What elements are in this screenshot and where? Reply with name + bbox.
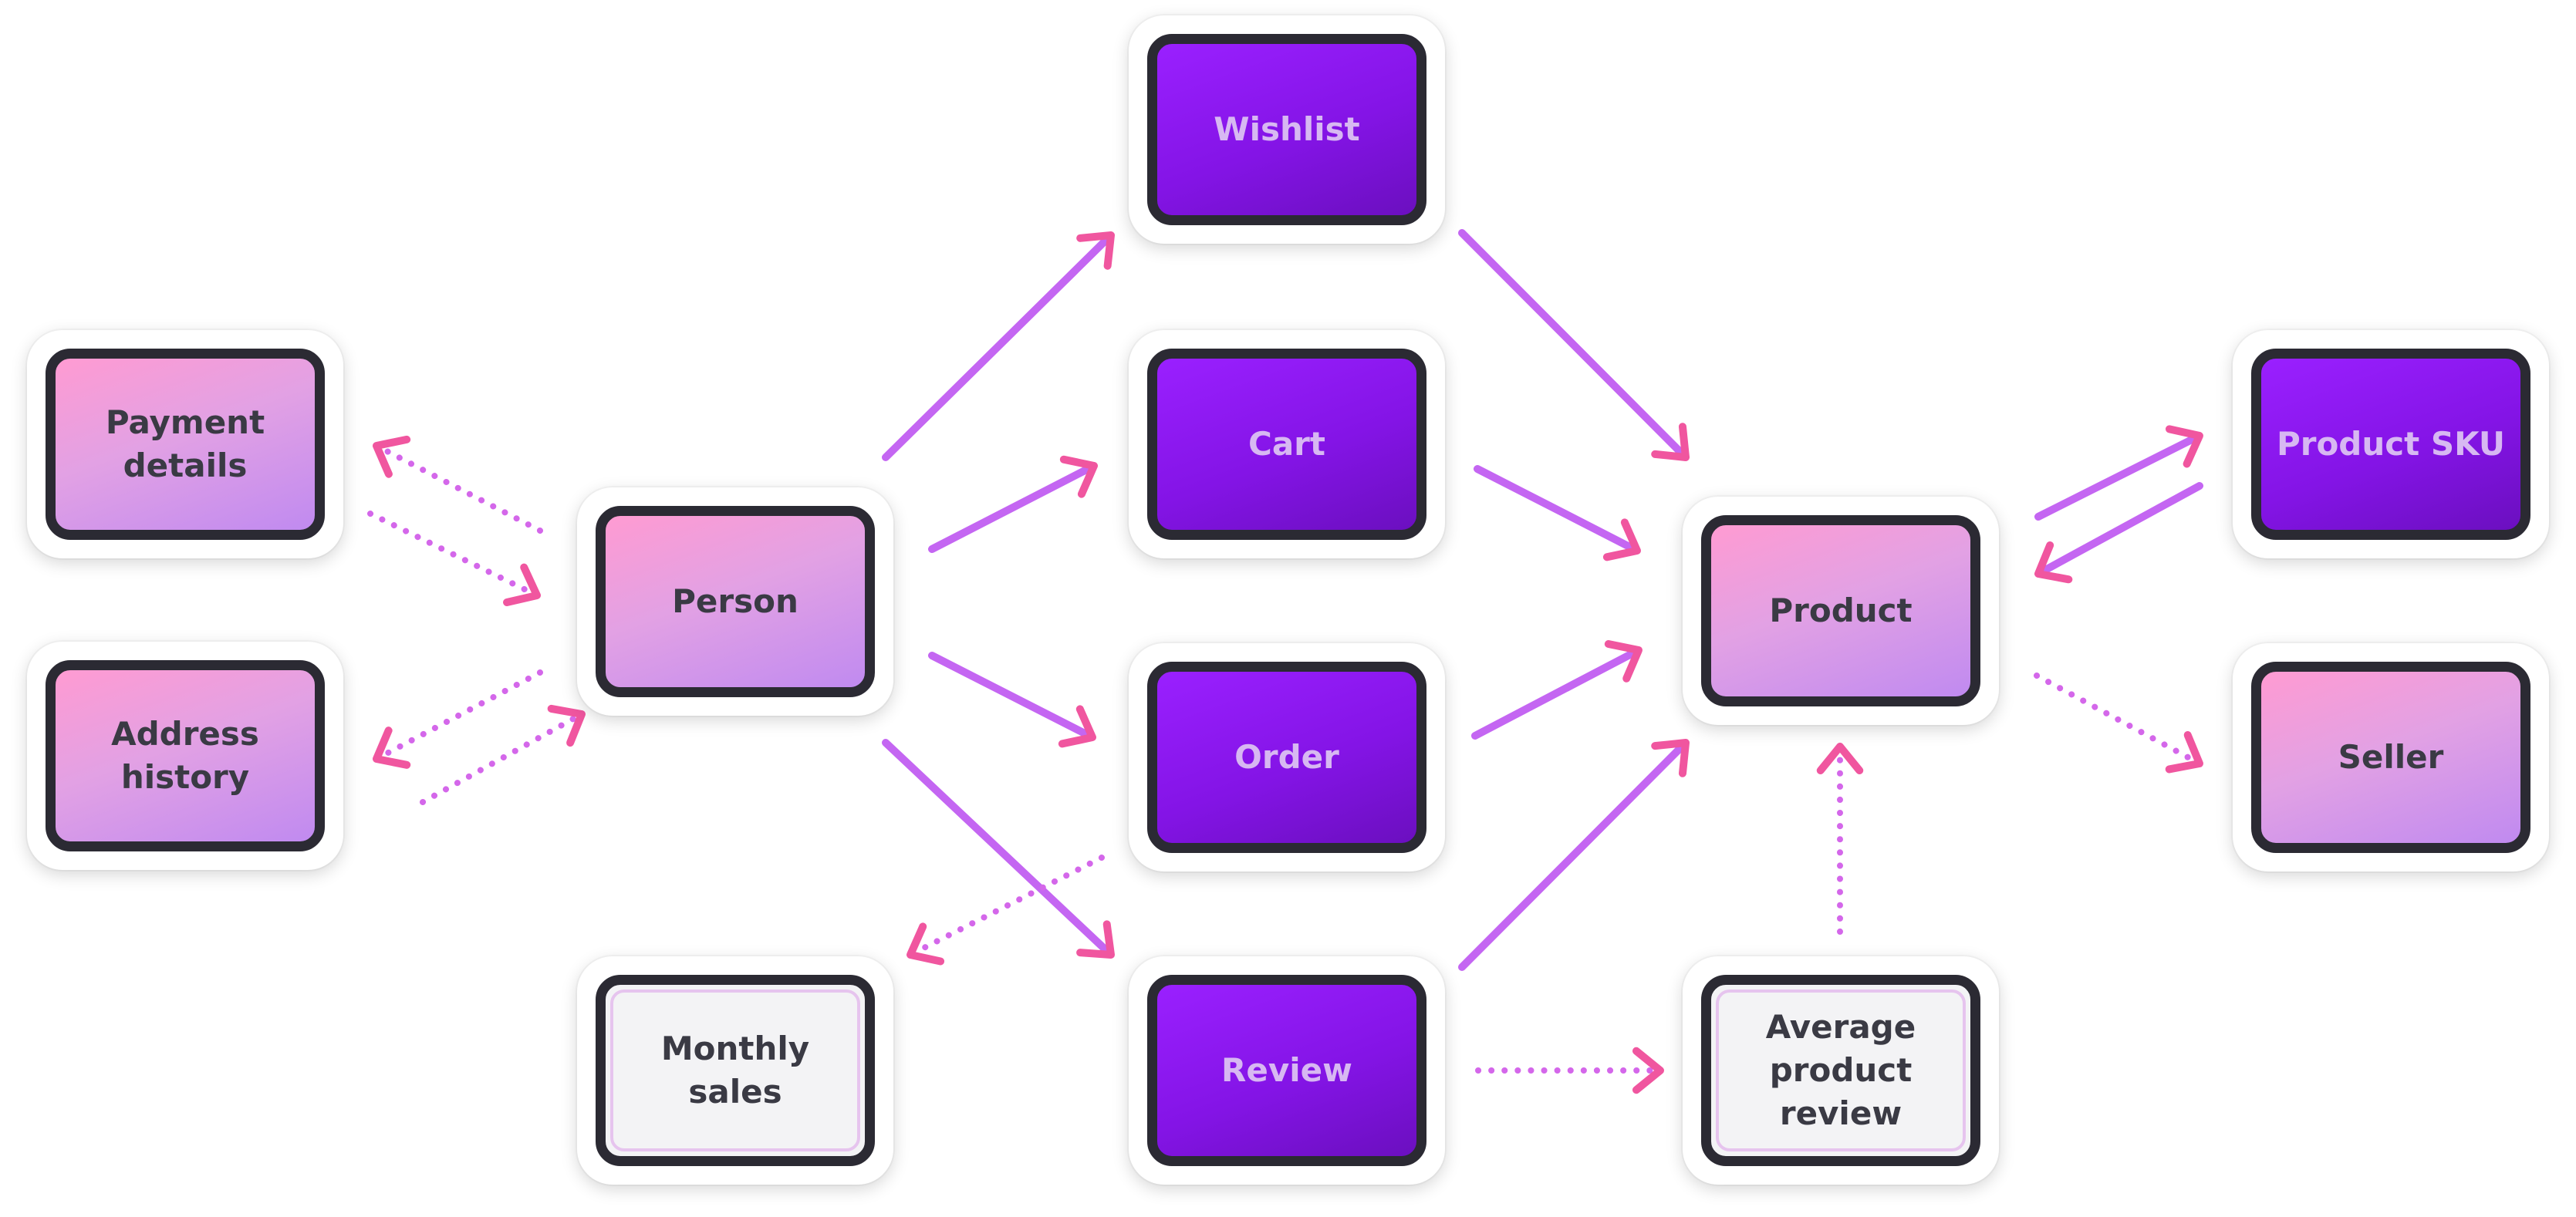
node-label: Address history	[111, 715, 259, 796]
arrowhead	[373, 435, 411, 478]
node-label: Wishlist	[1214, 110, 1360, 148]
arrowhead	[1632, 1047, 1664, 1094]
arrowhead	[1059, 455, 1098, 498]
node-box: Average product review	[1701, 975, 1980, 1166]
arrowhead	[1058, 705, 1096, 748]
arrow-line	[1474, 465, 1637, 553]
node-product: Product	[1683, 497, 1999, 725]
arrow-line	[2034, 433, 2200, 521]
node-box: Cart	[1147, 349, 1426, 540]
node-label: Order	[1234, 738, 1339, 776]
arrowhead	[373, 726, 411, 769]
node-label: Monthly sales	[660, 1030, 810, 1111]
edge-person-to-address-history	[373, 669, 543, 769]
edge-order-to-product	[1471, 640, 1642, 740]
arrow-line	[1458, 229, 1686, 458]
node-label: Product SKU	[2276, 425, 2506, 463]
arrow-line	[928, 464, 1094, 553]
node-box: Product SKU	[2251, 349, 2530, 540]
arrow-line	[1458, 742, 1686, 971]
node-wishlist: Wishlist	[1129, 15, 1445, 244]
edge-person-to-wishlist	[882, 231, 1115, 461]
arrowhead	[1602, 518, 1641, 561]
node-box: Monthly sales	[596, 975, 875, 1166]
node-cart: Cart	[1129, 330, 1445, 558]
dotted-arrow-line	[2034, 673, 2199, 765]
arrow-line	[928, 652, 1092, 740]
node-person: Person	[577, 487, 893, 716]
dotted-arrow-line	[911, 855, 1105, 956]
arrowhead	[906, 922, 945, 966]
node-label: Payment details	[105, 403, 265, 484]
arrow-line	[1471, 648, 1639, 740]
arrow-line	[882, 739, 1112, 956]
edge-product-to-seller	[2034, 673, 2203, 774]
edge-cart-to-product	[1474, 465, 1641, 561]
node-box: Payment details	[46, 349, 325, 540]
node-payment-details: Payment details	[27, 330, 343, 558]
node-label: Review	[1221, 1051, 1352, 1089]
dotted-arrow-line	[377, 444, 543, 534]
edge-wishlist-to-product	[1458, 229, 1690, 461]
edge-payment-details-to-person	[367, 511, 541, 606]
edge-product-to-product-sku	[2034, 425, 2203, 521]
edge-person-to-order	[928, 652, 1096, 748]
node-order: Order	[1129, 643, 1445, 871]
arrowhead	[2034, 541, 2073, 584]
arrowhead	[503, 563, 541, 606]
dotted-arrow-line	[367, 511, 536, 597]
node-box: Product	[1701, 515, 1980, 706]
node-label: Person	[672, 582, 798, 620]
edge-address-history-to-person	[420, 704, 586, 805]
node-box: Review	[1147, 975, 1426, 1166]
node-label: Average product review	[1765, 1008, 1916, 1132]
arrowhead	[1076, 920, 1115, 959]
arrowhead	[2165, 731, 2203, 774]
arrowhead	[1816, 743, 1864, 775]
edge-layer	[367, 229, 2203, 1094]
edge-person-to-review	[882, 739, 1115, 959]
node-review: Review	[1129, 956, 1445, 1185]
dotted-arrow-line	[377, 669, 543, 760]
dotted-arrow-line	[420, 713, 581, 805]
node-label: Cart	[1248, 425, 1325, 463]
arrow-line	[2038, 482, 2203, 576]
node-box: Address history	[46, 660, 325, 851]
edge-review-to-average-product-review	[1475, 1047, 1664, 1094]
edge-review-to-product	[1458, 739, 1690, 971]
edge-average-product-review-to-product	[1816, 743, 1864, 935]
node-box: Seller	[2251, 662, 2530, 853]
node-label: Seller	[2338, 738, 2444, 776]
node-label: Product	[1769, 592, 1913, 629]
node-box: Order	[1147, 662, 1426, 853]
node-average-product-review: Average product review	[1683, 956, 1999, 1185]
edge-product-sku-to-product	[2034, 482, 2203, 584]
arrowhead	[547, 704, 586, 747]
arrowhead	[1076, 231, 1115, 270]
node-box: Person	[596, 506, 875, 697]
edge-person-to-cart	[928, 455, 1098, 553]
arrowhead	[2165, 425, 2203, 468]
arrowhead	[1604, 640, 1642, 683]
node-product-sku: Product SKU	[2233, 330, 2549, 558]
node-monthly-sales: Monthly sales	[577, 956, 893, 1185]
node-address-history: Address history	[27, 642, 343, 870]
arrowhead	[1651, 423, 1690, 461]
arrowhead	[1651, 739, 1690, 777]
node-box: Wishlist	[1147, 34, 1426, 225]
edge-person-to-payment-details	[373, 435, 543, 534]
edge-order-to-monthly-sales	[906, 855, 1105, 966]
node-seller: Seller	[2233, 643, 2549, 871]
arrow-line	[882, 234, 1112, 461]
